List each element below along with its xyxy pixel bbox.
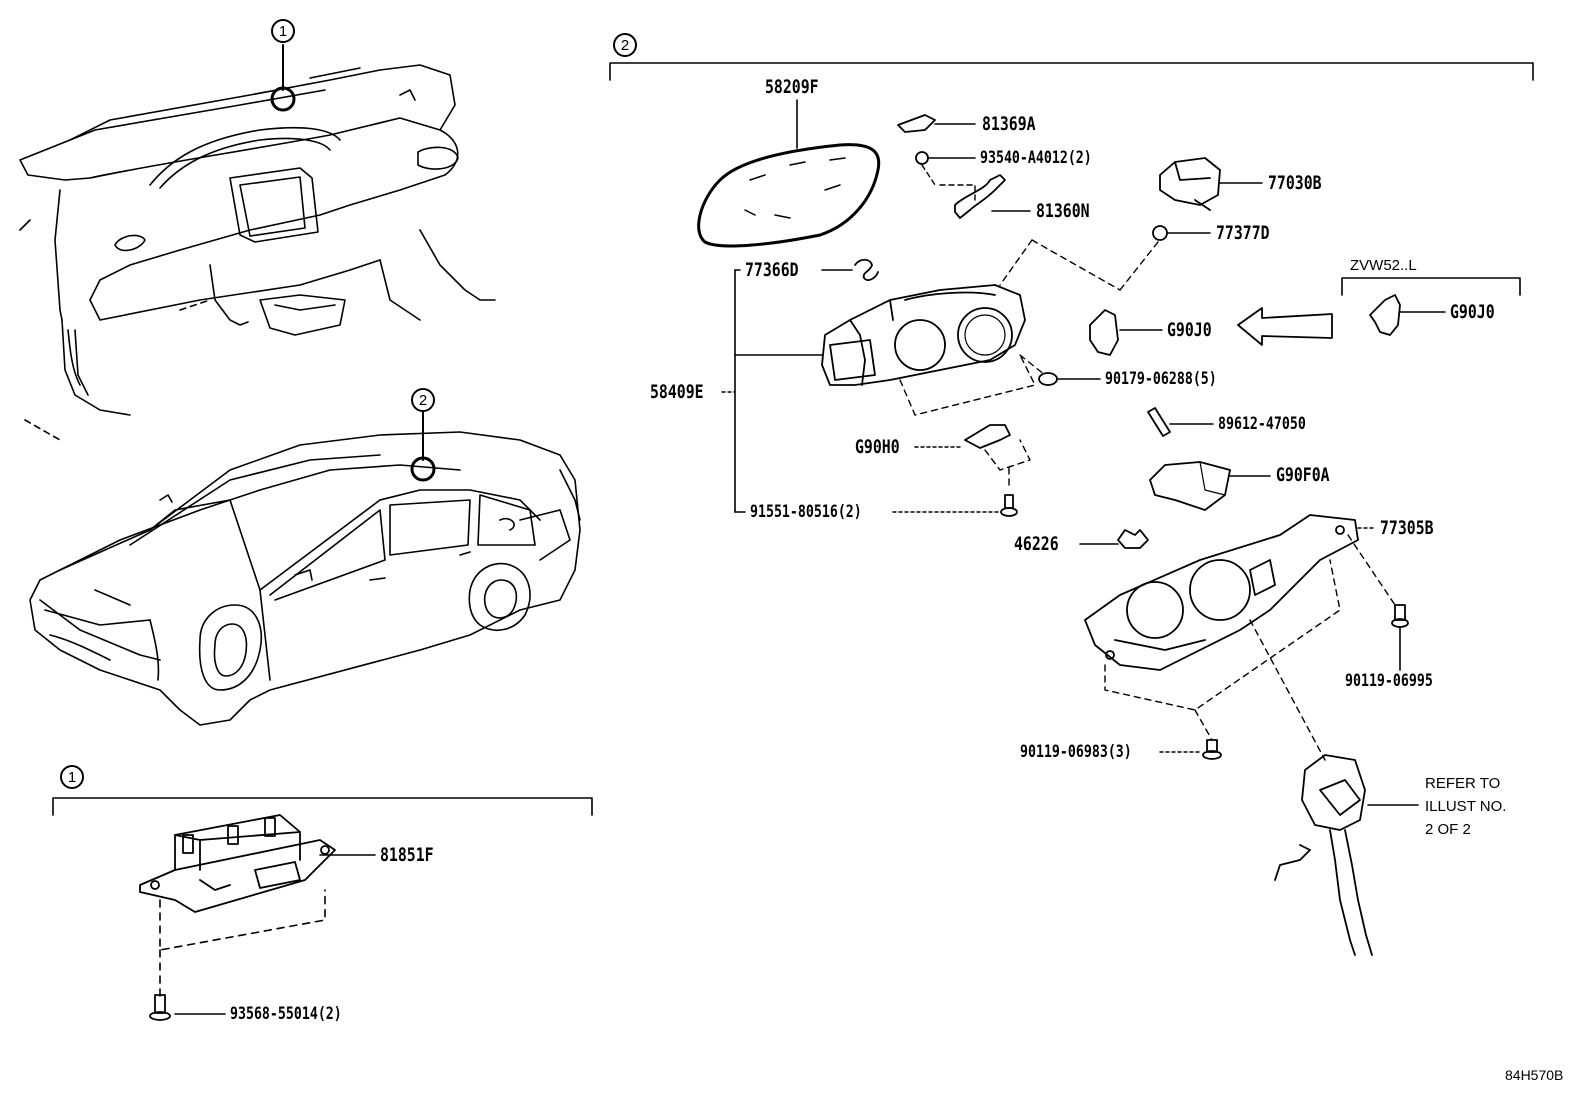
part-77366D: 77366D (745, 259, 799, 281)
housing-58409E (821, 284, 1026, 386)
illustration-code: 84H570B (1505, 1067, 1564, 1083)
part-90119-06995: 90119-06995 (1345, 671, 1433, 691)
part-93540: 93540-A4012(2) (980, 148, 1092, 168)
part-46226: 46226 (1014, 533, 1059, 555)
actuator-77030B (1159, 157, 1221, 211)
callout-1-top: 1 (271, 19, 295, 43)
part-89612: 89612-47050 (1218, 414, 1306, 434)
part-G90H0: G90H0 (855, 436, 900, 458)
part-93568: 93568-55014(2) (230, 1004, 342, 1024)
part-G90J0: G90J0 (1167, 319, 1212, 341)
refer-line-2: ILLUST NO. (1425, 798, 1507, 815)
lid-58209F (697, 143, 881, 248)
part-G90F0A: G90F0A (1276, 464, 1330, 486)
part-77030B: 77030B (1268, 172, 1322, 194)
car-illustration (29, 431, 581, 726)
part-58409E: 58409E (650, 381, 704, 403)
callout-1-section: 1 (60, 765, 84, 789)
part-81369A: 81369A (982, 113, 1036, 135)
part-81851F: 81851F (380, 844, 434, 866)
part-91551: 91551-80516(2) (750, 502, 862, 522)
part-58209F: 58209F (765, 76, 819, 98)
screw-93568 (149, 994, 171, 1021)
part-90179: 90179-06288(5) (1105, 369, 1217, 389)
refer-line-1: REFER TO (1425, 775, 1501, 792)
refer-line-3: 2 OF 2 (1425, 821, 1471, 838)
ecu-81851F (139, 814, 336, 913)
part-90119-06983: 90119-06983(3) (1020, 742, 1132, 762)
callout-2-car: 2 (411, 388, 435, 412)
variant-label: ZVW52..L (1350, 257, 1417, 274)
part-81360N: 81360N (1036, 200, 1090, 222)
part-G90J0-variant: G90J0 (1450, 301, 1495, 323)
charge-inlet (1274, 754, 1373, 956)
dashboard-illustration (19, 64, 496, 441)
part-77305B: 77305B (1380, 517, 1434, 539)
plate-77305B (1084, 514, 1359, 671)
callout-2-section: 2 (613, 33, 637, 57)
part-77377D: 77377D (1216, 222, 1270, 244)
